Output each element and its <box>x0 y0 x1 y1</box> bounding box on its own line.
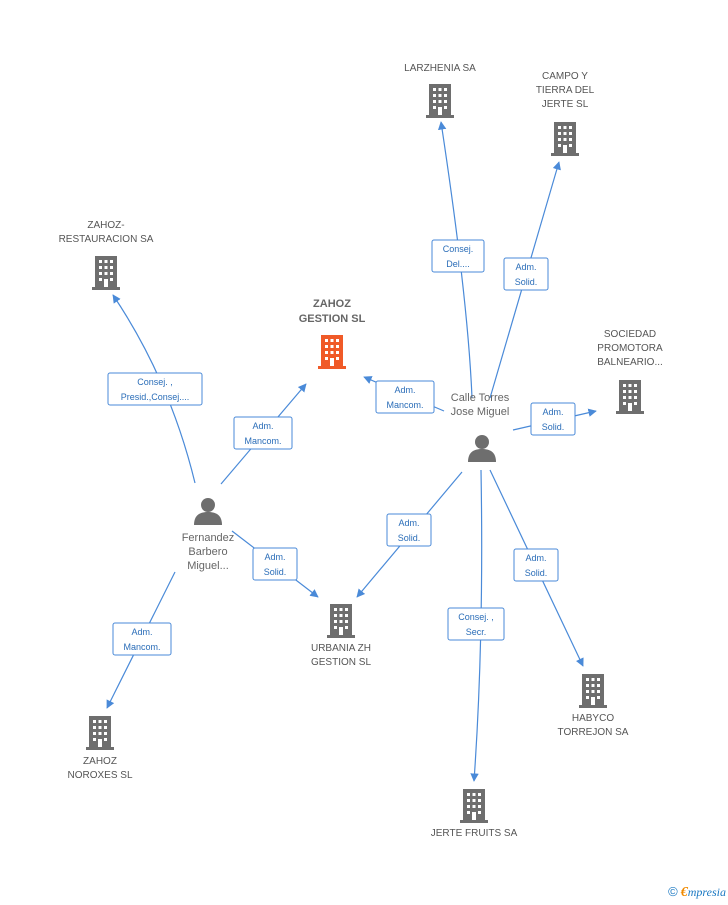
building-icon <box>579 674 607 708</box>
edge-label-text: Adm. <box>131 627 152 637</box>
edge-label-text: Consej. , <box>458 612 494 622</box>
edge-label-text: Solid. <box>515 277 538 287</box>
node-sociedad-promotora[interactable]: SOCIEDAD PROMOTORA BALNEARIO... <box>597 329 663 414</box>
brand-footer[interactable]: © €mpresia <box>668 884 726 901</box>
node-label: TORREJON SA <box>558 727 629 738</box>
edge-label-box[interactable] <box>530 402 576 436</box>
edge-fernandez-barbero-to-urbania: Adm. Solid. <box>231 530 319 598</box>
node-habyco[interactable]: HABYCO TORREJON SA <box>558 674 629 738</box>
edge-label-text: Mancom. <box>386 400 423 410</box>
edge-label-box[interactable] <box>431 239 485 273</box>
building-icon <box>616 380 644 414</box>
edge-label-text: Secr. <box>466 627 487 637</box>
edge-label-box[interactable] <box>513 548 559 582</box>
edge-label-text: Mancom. <box>244 436 281 446</box>
node-campo-tierra[interactable]: CAMPO Y TIERRA DEL JERTE SL <box>536 71 595 156</box>
node-label: RESTAURACION SA <box>59 234 154 245</box>
node-label: BALNEARIO... <box>597 357 663 368</box>
person-icon <box>468 435 496 462</box>
edge-calle-torres-to-larzhenia: Consej. Del.... <box>431 121 485 399</box>
node-label: ZAHOZ <box>83 756 117 767</box>
edge-label-text: Adm. <box>398 518 419 528</box>
edge-label-box[interactable] <box>375 380 435 414</box>
node-urbania[interactable]: URBANIA ZH GESTION SL <box>311 604 371 668</box>
node-larzhenia[interactable]: LARZHENIA SA <box>404 63 476 118</box>
edge-fernandez-barbero-to-zahoz-gestion: Adm. Mancom. <box>220 383 307 485</box>
node-label: Fernandez <box>182 532 235 544</box>
edge-label-text: Del.... <box>446 259 470 269</box>
node-label: CAMPO Y <box>542 71 588 82</box>
node-label: LARZHENIA SA <box>404 63 476 74</box>
edge-label-text: Consej. <box>443 244 474 254</box>
edge-calle-torres-to-jerte-fruits: Consej. , Secr. <box>447 469 505 782</box>
node-label: TIERRA DEL <box>536 85 595 96</box>
edge-label-text: Adm. <box>542 407 563 417</box>
edge-label-box[interactable] <box>112 622 172 656</box>
edge-label-text: Solid. <box>542 422 565 432</box>
node-label: Jose Miguel <box>451 406 510 418</box>
node-zahoz-restauracion[interactable]: ZAHOZ- RESTAURACION SA <box>59 220 154 290</box>
edge-label-text: Adm. <box>394 385 415 395</box>
edge-label-text: Adm. <box>525 553 546 563</box>
node-label: Barbero <box>188 546 227 558</box>
edge-label-text: Adm. <box>264 552 285 562</box>
edge-label-box[interactable] <box>447 607 505 641</box>
node-label: GESTION SL <box>299 313 366 325</box>
edge-label-text: Mancom. <box>123 642 160 652</box>
node-label: NOROXES SL <box>67 770 132 781</box>
edge-calle-torres-to-habyco: Adm. Solid. <box>489 469 584 667</box>
building-icon <box>426 84 454 118</box>
node-label: JERTE SL <box>542 99 589 110</box>
node-label: JERTE FRUITS SA <box>431 828 518 839</box>
edge-line <box>437 121 473 399</box>
copyright-icon: © <box>668 884 678 899</box>
node-label: GESTION SL <box>311 657 371 668</box>
brand-logo-initial: € <box>680 885 688 900</box>
edge-calle-torres-to-zahoz-gestion: Adm. Mancom. <box>363 376 445 414</box>
building-icon <box>86 716 114 750</box>
node-label: SOCIEDAD <box>604 329 656 340</box>
building-icon <box>92 256 120 290</box>
node-jerte-fruits[interactable]: JERTE FRUITS SA <box>431 789 518 839</box>
edge-calle-torres-to-urbania: Adm. Solid. <box>356 471 463 598</box>
edge-calle-torres-to-campo-tierra: Adm. Solid. <box>489 161 561 399</box>
edge-label-box[interactable] <box>107 372 203 406</box>
node-label: ZAHOZ <box>313 298 351 310</box>
edge-fernandez-barbero-to-zahoz-noroxes: Adm. Mancom. <box>106 571 176 709</box>
building-icon <box>460 789 488 823</box>
edge-label-text: Adm. <box>252 421 273 431</box>
node-label: Miguel... <box>187 560 229 572</box>
nodes-layer: ZAHOZ GESTION SL LARZHENIA SA CAMPO Y TIERRA… <box>59 63 663 839</box>
edge-label-box[interactable] <box>233 416 293 450</box>
node-label: ZAHOZ- <box>87 220 124 231</box>
building-icon <box>327 604 355 638</box>
edge-label-box[interactable] <box>386 513 432 547</box>
building-icon <box>551 122 579 156</box>
building-icon <box>318 335 346 369</box>
edge-label-text: Solid. <box>264 567 287 577</box>
edge-calle-torres-to-sociedad-promotora: Adm. Solid. <box>512 402 597 436</box>
node-fernandez-barbero[interactable]: FernandezBarberoMiguel... <box>182 498 235 572</box>
edge-label-text: Presid.,Consej.... <box>121 392 190 402</box>
node-label: Calle Torres <box>451 392 510 404</box>
node-zahoz-gestion[interactable]: ZAHOZ GESTION SL <box>299 298 366 369</box>
edge-label-box[interactable] <box>252 547 298 581</box>
edge-label-box[interactable] <box>503 257 549 291</box>
node-zahoz-noroxes[interactable]: ZAHOZ NOROXES SL <box>67 716 133 781</box>
node-label: HABYCO <box>572 713 614 724</box>
node-label: URBANIA ZH <box>311 643 371 654</box>
edges-layer: Consej. Del.... Adm. Solid. Adm. Mancom. Adm. S… <box>106 121 597 782</box>
edge-fernandez-barbero-to-zahoz-restauracion: Consej. , Presid.,Consej.... <box>107 294 203 484</box>
node-label: PROMOTORA <box>597 343 663 354</box>
edge-label-text: Adm. <box>515 262 536 272</box>
edge-label-text: Consej. , <box>137 377 173 387</box>
brand-name: mpresia <box>687 885 726 899</box>
edge-label-text: Solid. <box>525 568 548 578</box>
person-icon <box>194 498 222 525</box>
edge-label-text: Solid. <box>398 533 421 543</box>
